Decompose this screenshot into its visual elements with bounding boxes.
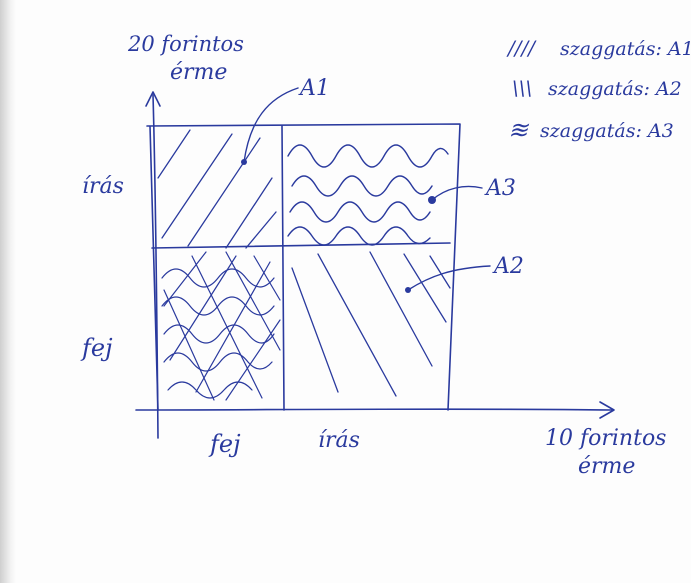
legend-symbol-a2: \\\	[512, 76, 533, 100]
y-axis-label-line2: érme	[170, 60, 228, 85]
vertical-divider	[281, 125, 285, 411]
legend-text-a3: szaggatás: A3	[540, 120, 674, 142]
x-tick-fej: fej	[210, 430, 241, 458]
x-tick-iras: írás	[318, 428, 360, 453]
paper-edge-shadow	[0, 0, 16, 583]
a3-waves	[287, 144, 449, 246]
bottom-left-waves	[161, 268, 275, 399]
horizontal-divider	[151, 242, 451, 249]
a3-marker	[428, 196, 436, 204]
a2-marker	[405, 287, 411, 293]
legend-symbol-a3: ≋	[508, 116, 529, 144]
a2-leader	[407, 265, 491, 291]
a1-leader	[243, 87, 299, 163]
y-tick-fej: fej	[82, 334, 113, 362]
a2-hatching	[291, 251, 451, 397]
legend-symbol-a1: ////	[508, 36, 535, 60]
region-label-a1: A1	[300, 76, 330, 101]
outcome-square	[146, 123, 461, 411]
y-axis-arrowhead	[145, 91, 161, 107]
x-axis-label-line1: 10 forintos	[545, 426, 667, 451]
legend-text-a2: szaggatás: A2	[548, 78, 682, 100]
region-label-a2: A2	[494, 254, 524, 279]
x-axis-label-line2: érme	[578, 454, 636, 479]
legend-text-a1: szaggatás: A1	[560, 38, 691, 60]
a3-leader	[431, 185, 483, 201]
y-tick-iras: írás	[82, 174, 124, 199]
region-label-a3: A3	[486, 176, 516, 201]
y-axis-label-line1: 20 forintos	[128, 32, 244, 56]
x-axis-arrowhead	[599, 401, 615, 419]
bottom-left-cross-hatching	[163, 251, 281, 401]
a1-marker	[241, 159, 247, 165]
x-axis	[135, 408, 613, 411]
a1-hatching	[157, 129, 277, 249]
